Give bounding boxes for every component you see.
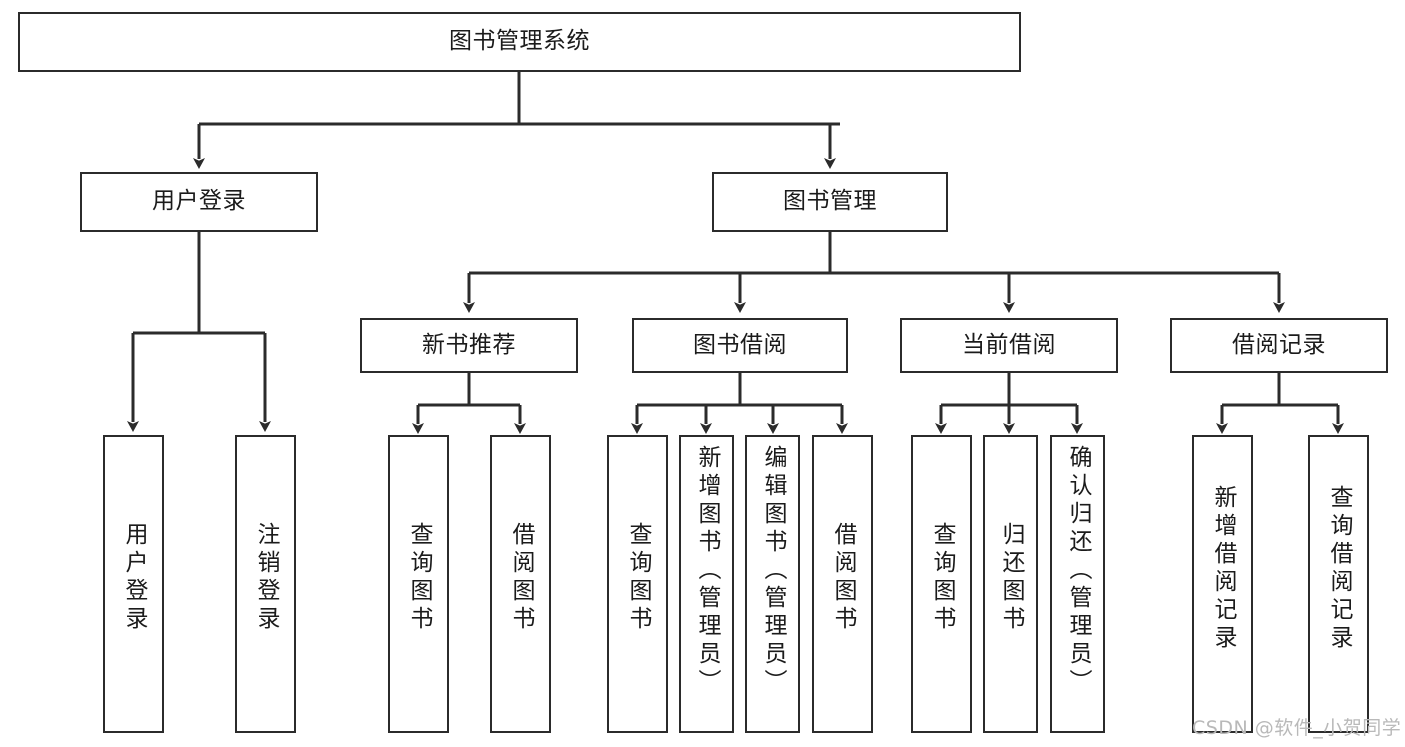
leaf-return-book-label: 归还图书: [998, 522, 1024, 634]
leaf-edit-book[interactable]: 编辑图书（管理员）: [745, 435, 800, 733]
leaf-confirm-return-label: 确认归还（管理员）: [1065, 445, 1091, 697]
edge-group-borrow-record: [1216, 373, 1344, 434]
leaf-add-record[interactable]: 新增借阅记录: [1192, 435, 1253, 733]
node-book-borrow-label: 图书借阅: [693, 331, 787, 358]
node-current-borrow[interactable]: 当前借阅: [900, 318, 1118, 373]
leaf-query-record-label: 查询借阅记录: [1326, 485, 1352, 653]
leaf-add-book-label: 新增图书（管理员）: [694, 445, 720, 697]
node-root[interactable]: 图书管理系统: [18, 12, 1021, 72]
leaf-query-book-1-label: 查询图书: [406, 522, 432, 634]
node-book-borrow[interactable]: 图书借阅: [632, 318, 848, 373]
edge-group-new-book-rec: [412, 373, 526, 434]
leaf-query-book-3-label: 查询图书: [929, 522, 955, 634]
leaf-add-record-label: 新增借阅记录: [1210, 485, 1236, 653]
edge-group-book-manage: [463, 232, 1285, 313]
leaf-user-login-label: 用户登录: [121, 522, 147, 634]
node-borrow-record-label: 借阅记录: [1232, 331, 1326, 358]
node-current-borrow-label: 当前借阅: [962, 331, 1056, 358]
node-new-book-rec-label: 新书推荐: [422, 331, 516, 358]
edge-group-root: [193, 72, 840, 169]
leaf-add-book[interactable]: 新增图书（管理员）: [679, 435, 734, 733]
edge-group-current-borrow: [935, 373, 1083, 434]
leaf-return-book[interactable]: 归还图书: [983, 435, 1038, 733]
leaf-borrow-book-1[interactable]: 借阅图书: [490, 435, 551, 733]
leaf-borrow-book-1-label: 借阅图书: [508, 522, 534, 634]
leaf-borrow-book-2[interactable]: 借阅图书: [812, 435, 873, 733]
leaf-query-book-3[interactable]: 查询图书: [911, 435, 972, 733]
node-root-label: 图书管理系统: [449, 28, 590, 55]
leaf-query-book-1[interactable]: 查询图书: [388, 435, 449, 733]
edge-group-book-borrow: [631, 373, 848, 434]
node-new-book-rec[interactable]: 新书推荐: [360, 318, 578, 373]
node-book-manage[interactable]: 图书管理: [712, 172, 948, 232]
leaf-query-book-2-label: 查询图书: [625, 522, 651, 634]
leaf-user-login[interactable]: 用户登录: [103, 435, 164, 733]
leaf-query-record[interactable]: 查询借阅记录: [1308, 435, 1369, 733]
leaf-logout-label: 注销登录: [253, 522, 279, 634]
node-user-login[interactable]: 用户登录: [80, 172, 318, 232]
node-borrow-record[interactable]: 借阅记录: [1170, 318, 1388, 373]
leaf-edit-book-label: 编辑图书（管理员）: [760, 445, 786, 697]
node-book-manage-label: 图书管理: [783, 188, 877, 215]
leaf-borrow-book-2-label: 借阅图书: [830, 522, 856, 634]
leaf-confirm-return[interactable]: 确认归还（管理员）: [1050, 435, 1105, 733]
leaf-logout[interactable]: 注销登录: [235, 435, 296, 733]
edge-group-user-login: [127, 232, 271, 432]
node-user-login-label: 用户登录: [152, 188, 246, 215]
leaf-query-book-2[interactable]: 查询图书: [607, 435, 668, 733]
